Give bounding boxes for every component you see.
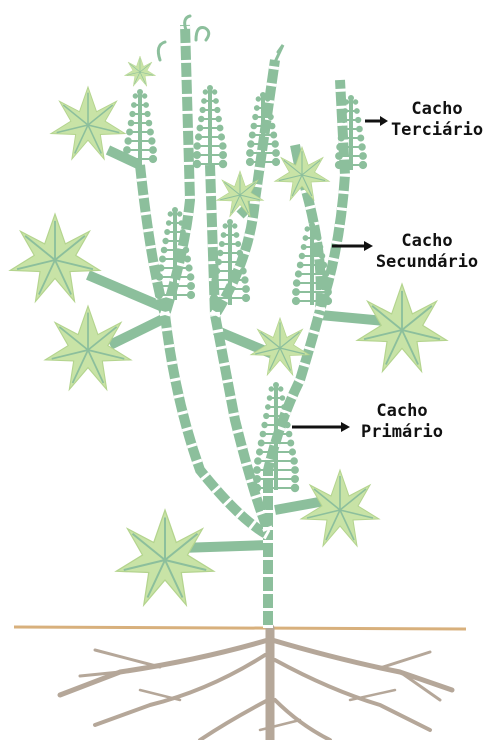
roots [60,628,452,740]
label-tertiary-line1: Cacho [382,99,492,120]
label-tertiary-raceme: Cacho Terciário [382,99,492,141]
label-secondary-raceme: Cacho Secundário [362,231,492,273]
label-secondary-line2: Secundário [362,252,492,273]
tendrils [158,16,283,62]
label-primary-line2: Primário [342,422,462,443]
raceme-tertiary [246,92,280,166]
leaf [124,56,155,86]
label-primary-raceme: Cacho Primário [342,401,462,443]
leaf [116,510,214,605]
label-primary-line1: Cacho [342,401,462,422]
raceme-secondary [292,222,332,305]
raceme-tertiary [123,89,157,165]
leaf [357,284,447,371]
label-tertiary-line2: Terciário [382,120,492,141]
raceme-tertiary [193,85,227,168]
soil-line [14,627,466,629]
label-secondary-line1: Cacho [362,231,492,252]
leaf [45,306,131,390]
leaf [10,214,100,301]
